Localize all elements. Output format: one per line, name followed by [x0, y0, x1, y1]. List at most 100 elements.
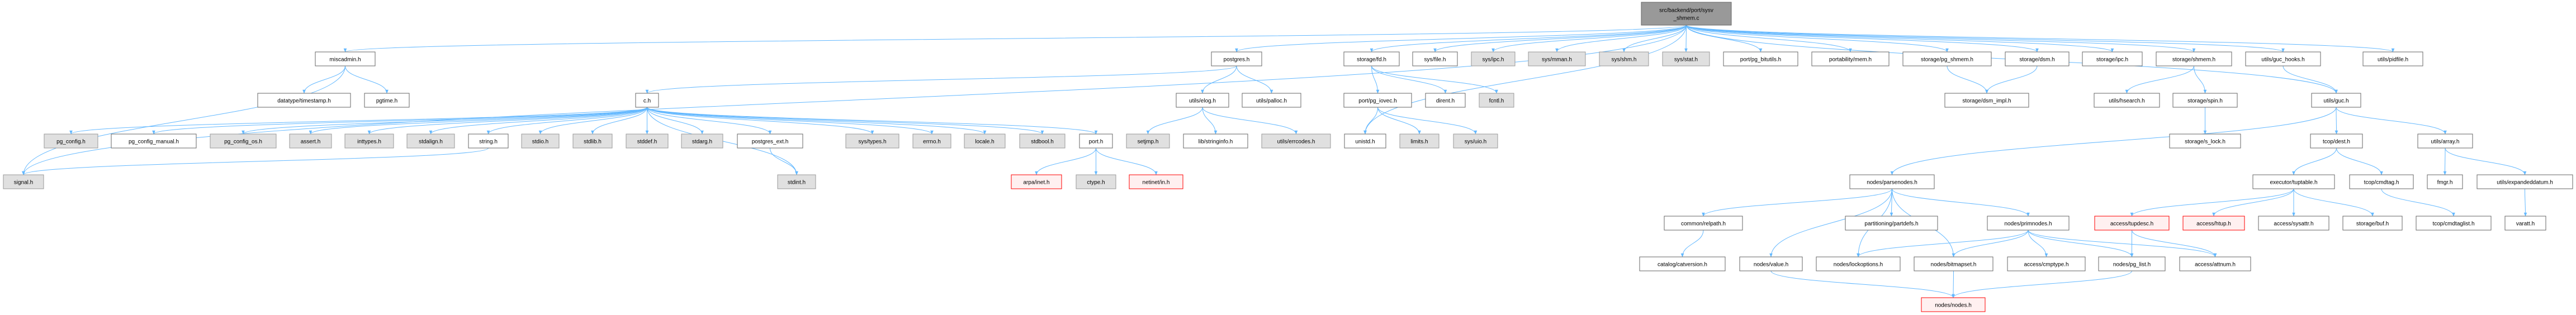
node-limits-h[interactable]: limits.h — [1399, 133, 1439, 149]
node-utils-guc-hooks-h[interactable]: utils/guc_hooks.h — [2245, 51, 2321, 66]
node-fmgr-h[interactable]: fmgr.h — [2427, 174, 2463, 189]
node-utils-hsearch-h[interactable]: utils/hsearch.h — [2094, 93, 2160, 108]
node-sys-uio-h[interactable]: sys/uio.h — [1453, 133, 1498, 149]
node-pg-config-manual-h[interactable]: pg_config_manual.h — [111, 133, 197, 149]
node-netinet-in-h[interactable]: netinet/in.h — [1129, 174, 1183, 189]
node-sys-mman-h[interactable]: sys/mman.h — [1528, 51, 1586, 66]
node-box — [1641, 2, 1732, 26]
node-stddef-h[interactable]: stddef.h — [626, 133, 669, 149]
node-datatype-timestamp-h[interactable]: datatype/timestamp.h — [257, 93, 351, 108]
node-storage-shmem-h[interactable]: storage/shmem.h — [2156, 51, 2232, 66]
node-stdarg-h[interactable]: stdarg.h — [681, 133, 723, 149]
node-port-pg-bitutils-h[interactable]: port/pg_bitutils.h — [1723, 51, 1798, 66]
node-stdlib-h[interactable]: stdlib.h — [572, 133, 613, 149]
node-inttypes-h[interactable]: inttypes.h — [344, 133, 394, 149]
node-box — [1019, 133, 1066, 149]
node-sys-ipc-h[interactable]: sys/ipc.h — [1471, 51, 1516, 66]
node-dirent-h[interactable]: dirent.h — [1425, 93, 1466, 108]
node-postgres-ext-h[interactable]: postgres_ext.h — [737, 133, 803, 149]
node-pg-config-os-h[interactable]: pg_config_os.h — [210, 133, 277, 149]
node-sys-stat-h[interactable]: sys/stat.h — [1662, 51, 1710, 66]
node-nodes-lockoptions-h[interactable]: nodes/lockoptions.h — [1816, 256, 1901, 271]
node-access-cmptype-h[interactable]: access/cmptype.h — [2007, 256, 2086, 271]
node-label: ctype.h — [1087, 180, 1105, 186]
node-storage-dsm-impl-h[interactable]: storage/dsm_impl.h — [1944, 93, 2029, 108]
node-postgres-h[interactable]: postgres.h — [1211, 51, 1262, 66]
node-access-htup-h[interactable]: access/htup.h — [2182, 216, 2245, 231]
node-storage-s-lock-h[interactable]: storage/s_lock.h — [2169, 133, 2241, 149]
node-nodes-parsenodes-h[interactable]: nodes/parsenodes.h — [1849, 174, 1935, 189]
node-nodes-pg-list-h[interactable]: nodes/pg_list.h — [2098, 256, 2166, 271]
node-label: postgres_ext.h — [752, 139, 789, 145]
node-setjmp-h[interactable]: setjmp.h — [1126, 133, 1170, 149]
edge-src-backend-port-sysv-shmem-c-to-storage-pg-shmem-h — [1686, 25, 1949, 52]
node-nodes-primnodes-h[interactable]: nodes/primnodes.h — [1987, 216, 2070, 231]
edge-src-backend-port-sysv-shmem-c-to-postgres-h — [1235, 25, 1687, 52]
node-box — [2179, 256, 2251, 271]
node-stdio-h[interactable]: stdio.h — [521, 133, 560, 149]
node-errno-h[interactable]: errno.h — [912, 133, 951, 149]
node-sys-shm-h[interactable]: sys/shm.h — [1599, 51, 1649, 66]
node-varatt-h[interactable]: varatt.h — [2504, 216, 2546, 231]
node-portability-mem-h[interactable]: portability/mem.h — [1811, 51, 1890, 66]
node-storage-ipc-h[interactable]: storage/ipc.h — [2082, 51, 2143, 66]
node-nodes-value-h[interactable]: nodes/value.h — [1739, 256, 1803, 271]
node-port-h[interactable]: port.h — [1079, 133, 1113, 149]
node-c-h[interactable]: c.h — [635, 93, 659, 108]
node-common-relpath-h[interactable]: common/relpath.h — [1664, 216, 1743, 231]
node-storage-dsm-h[interactable]: storage/dsm.h — [2005, 51, 2070, 66]
node-miscadmin-h[interactable]: miscadmin.h — [315, 51, 376, 66]
node-catalog-catversion-h[interactable]: catalog/catversion.h — [1639, 256, 1726, 271]
node-ctype-h[interactable]: ctype.h — [1076, 174, 1116, 189]
node-stdint-h[interactable]: stdint.h — [777, 174, 816, 189]
node-utils-expandeddatum-h[interactable]: utils/expandeddatum.h — [2476, 174, 2573, 189]
node-sys-file-h[interactable]: sys/file.h — [1412, 51, 1458, 66]
node-nodes-bitmapset-h[interactable]: nodes/bitmapset.h — [1914, 256, 1993, 271]
node-utils-errcodes-h[interactable]: utils/errcodes.h — [1261, 133, 1331, 149]
node-stdbool-h[interactable]: stdbool.h — [1019, 133, 1066, 149]
node-stdalign-h[interactable]: stdalign.h — [406, 133, 455, 149]
node-access-sysattr-h[interactable]: access/sysattr.h — [2258, 216, 2329, 231]
edge-storage-fd-h-to-dirent-h — [1371, 65, 1447, 94]
node-label: pg_config_os.h — [224, 139, 262, 145]
node-utils-pidfile-h[interactable]: utils/pidfile.h — [2362, 51, 2423, 66]
edge-nodes-value-h-to-nodes-nodes-h — [1770, 270, 1955, 298]
node-tcop-cmdtag-h[interactable]: tcop/cmdtag.h — [2349, 174, 2414, 189]
node-utils-array-h[interactable]: utils/array.h — [2417, 133, 2473, 149]
node-tcop-cmdtaglist-h[interactable]: tcop/cmdtaglist.h — [2416, 216, 2492, 231]
node-utils-guc-h[interactable]: utils/guc.h — [2311, 93, 2361, 108]
edge-c-h-to-stdarg-h — [647, 107, 704, 135]
node-access-attnum-h[interactable]: access/attnum.h — [2179, 256, 2251, 271]
node-storage-buf-h[interactable]: storage/buf.h — [2342, 216, 2403, 231]
node-pgtime-h[interactable]: pgtime.h — [364, 93, 410, 108]
node-lib-stringinfo-h[interactable]: lib/stringinfo.h — [1183, 133, 1248, 149]
node-sys-types-h[interactable]: sys/types.h — [845, 133, 899, 149]
edge-port-pg-iovec-h-to-sys-uio-h — [1377, 107, 1478, 135]
node-tcop-dest-h[interactable]: tcop/dest.h — [2310, 133, 2363, 149]
node-unistd-h[interactable]: unistd.h — [1344, 133, 1386, 149]
node-port-pg-iovec-h[interactable]: port/pg_iovec.h — [1343, 93, 1412, 108]
node-signal-h[interactable]: signal.h — [3, 174, 44, 189]
node-access-tupdesc-h[interactable]: access/tupdesc.h — [2094, 216, 2170, 231]
node-nodes-nodes-h[interactable]: nodes/nodes.h — [1921, 297, 1986, 312]
node-label: sys/ipc.h — [1483, 57, 1504, 63]
node-storage-fd-h[interactable]: storage/fd.h — [1343, 51, 1400, 66]
node-string-h[interactable]: string.h — [468, 133, 509, 149]
root-file-node[interactable]: src/backend/port/sysv_shmem.c — [1641, 2, 1732, 26]
node-box — [1453, 133, 1498, 149]
node-box — [1639, 256, 1726, 271]
edge-nodes-primnodes-h-to-nodes-pg-list-h — [2028, 230, 2134, 257]
node-partitioning-partdefs-h[interactable]: partitioning/partdefs.h — [1845, 216, 1938, 231]
node-utils-elog-h[interactable]: utils/elog.h — [1176, 93, 1229, 108]
node-executor-tuptable-h[interactable]: executor/tuptable.h — [2252, 174, 2335, 189]
node-storage-pg-shmem-h[interactable]: storage/pg_shmem.h — [1902, 51, 1992, 66]
node-assert-h[interactable]: assert.h — [289, 133, 332, 149]
node-storage-spin-h[interactable]: storage/spin.h — [2172, 93, 2238, 108]
node-fcntl-h[interactable]: fcntl.h — [1479, 93, 1514, 108]
node-label: partitioning/partdefs.h — [1864, 221, 1918, 227]
node-arpa-inet-h[interactable]: arpa/inet.h — [1011, 174, 1062, 189]
node-utils-palloc-h[interactable]: utils/palloc.h — [1242, 93, 1301, 108]
node-pg-config-h[interactable]: pg_config.h — [44, 133, 98, 149]
node-locale-h[interactable]: locale.h — [964, 133, 1006, 149]
node-box — [2245, 51, 2321, 66]
